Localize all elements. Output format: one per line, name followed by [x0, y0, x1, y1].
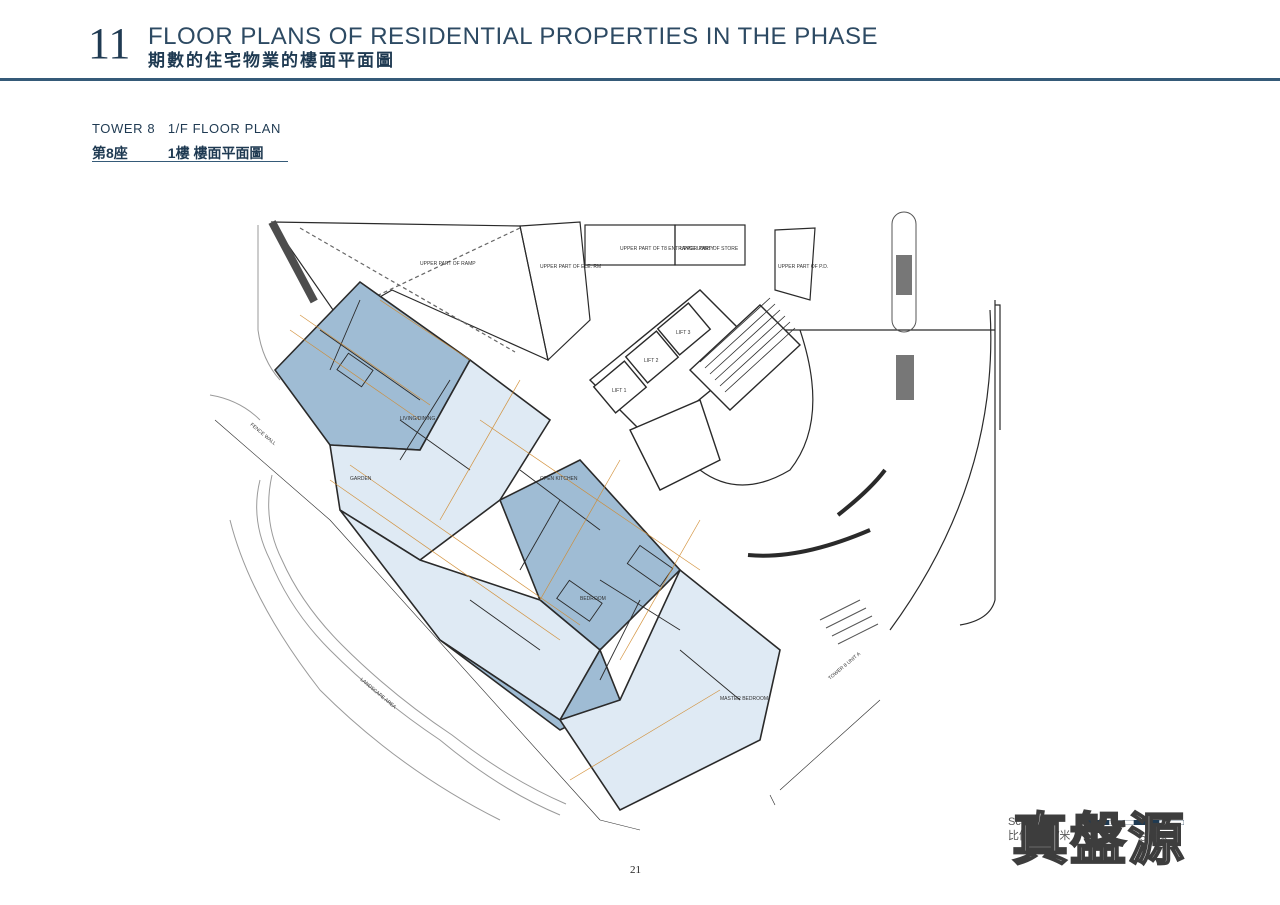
- label-lift-3: LIFT 3: [676, 330, 691, 336]
- floor-plan-drawing: UPPER PART OF RAMP UPPER PART OF ELE. RM…: [209, 211, 1001, 831]
- dimension-lines: [289, 299, 721, 781]
- label-entrance-lobby: UPPER PART OF T8 ENTRANCE LOBBY: [620, 246, 714, 252]
- floor-label-zh: 1樓 樓面平面圖: [167, 145, 264, 161]
- pillar-top: [891, 211, 917, 333]
- scale-label-en: Scale:: [1008, 816, 1039, 828]
- boundary-dimension: [214, 419, 881, 831]
- header-divider: [0, 78, 1280, 81]
- label-unit-a: TOWER 8 UNIT A: [827, 651, 862, 682]
- label-lift-2: LIFT 2: [644, 358, 659, 364]
- label-ramp: UPPER PART OF RAMP: [420, 261, 476, 267]
- label-landscape: LANDSCAPE AREA: [359, 677, 398, 711]
- scale-start: 0M/米: [1041, 830, 1071, 842]
- room-partitions: [319, 299, 741, 701]
- label-lift-1: LIFT 1: [612, 388, 627, 394]
- page-number: 21: [630, 864, 641, 876]
- stair-lines: [699, 297, 796, 393]
- scale-end: 5M/米: [1140, 832, 1170, 844]
- chapter-number: 11: [88, 19, 131, 68]
- label-garden: GARDEN: [350, 476, 372, 482]
- scale-label: Scale: 比例：0M/米: [1008, 815, 1070, 843]
- label-pd: UPPER PART OF P.D.: [778, 264, 828, 270]
- label-ele-rm: UPPER PART OF ELE. RM: [540, 264, 601, 270]
- label-open-kitchen: OPEN KITCHEN: [540, 476, 578, 482]
- landscape-terraces: [209, 225, 567, 821]
- unit-block-6: [558, 568, 781, 812]
- section-title-zh: 期數的住宅物業的樓面平面圖: [148, 51, 395, 70]
- label-store: UPPER PART OF STORE: [680, 246, 739, 252]
- unit-block-5: [439, 639, 622, 731]
- curved-plaza: [699, 300, 1001, 631]
- lift-core: [588, 289, 802, 491]
- tower-label-zh: 第8座: [92, 145, 128, 161]
- label-bedroom: BEDROOM: [580, 596, 606, 602]
- label-master-bedroom: MASTER BEDROOM: [720, 696, 768, 702]
- section-title-en: FLOOR PLANS OF RESIDENTIAL PROPERTIES IN…: [148, 23, 879, 50]
- scale-label-zh: 比例：: [1008, 830, 1041, 842]
- label-living-dining: LIVING/DINING: [400, 416, 435, 422]
- residential-units: [273, 280, 781, 812]
- floor-plan-heading-zh: 第8座 1樓 樓面平面圖: [92, 143, 263, 163]
- ramp-area: [270, 221, 816, 362]
- watermark-text: 真盤源: [1011, 807, 1186, 872]
- floor-plan-heading-en: TOWER 8 1/F FLOOR PLAN: [92, 121, 281, 136]
- entrance-steps: [819, 599, 879, 645]
- pillar-mid: [896, 355, 914, 400]
- unit-block-3: [498, 459, 682, 652]
- pillar-top-core: [896, 255, 912, 295]
- page-header: 11 FLOOR PLANS OF RESIDENTIAL PROPERTIES…: [0, 0, 1280, 82]
- label-fence: FENCE WALL: [249, 422, 277, 447]
- subheading-underline: [92, 161, 288, 162]
- ramp-wall-strip: [268, 220, 318, 304]
- scale-bar: [1084, 820, 1184, 825]
